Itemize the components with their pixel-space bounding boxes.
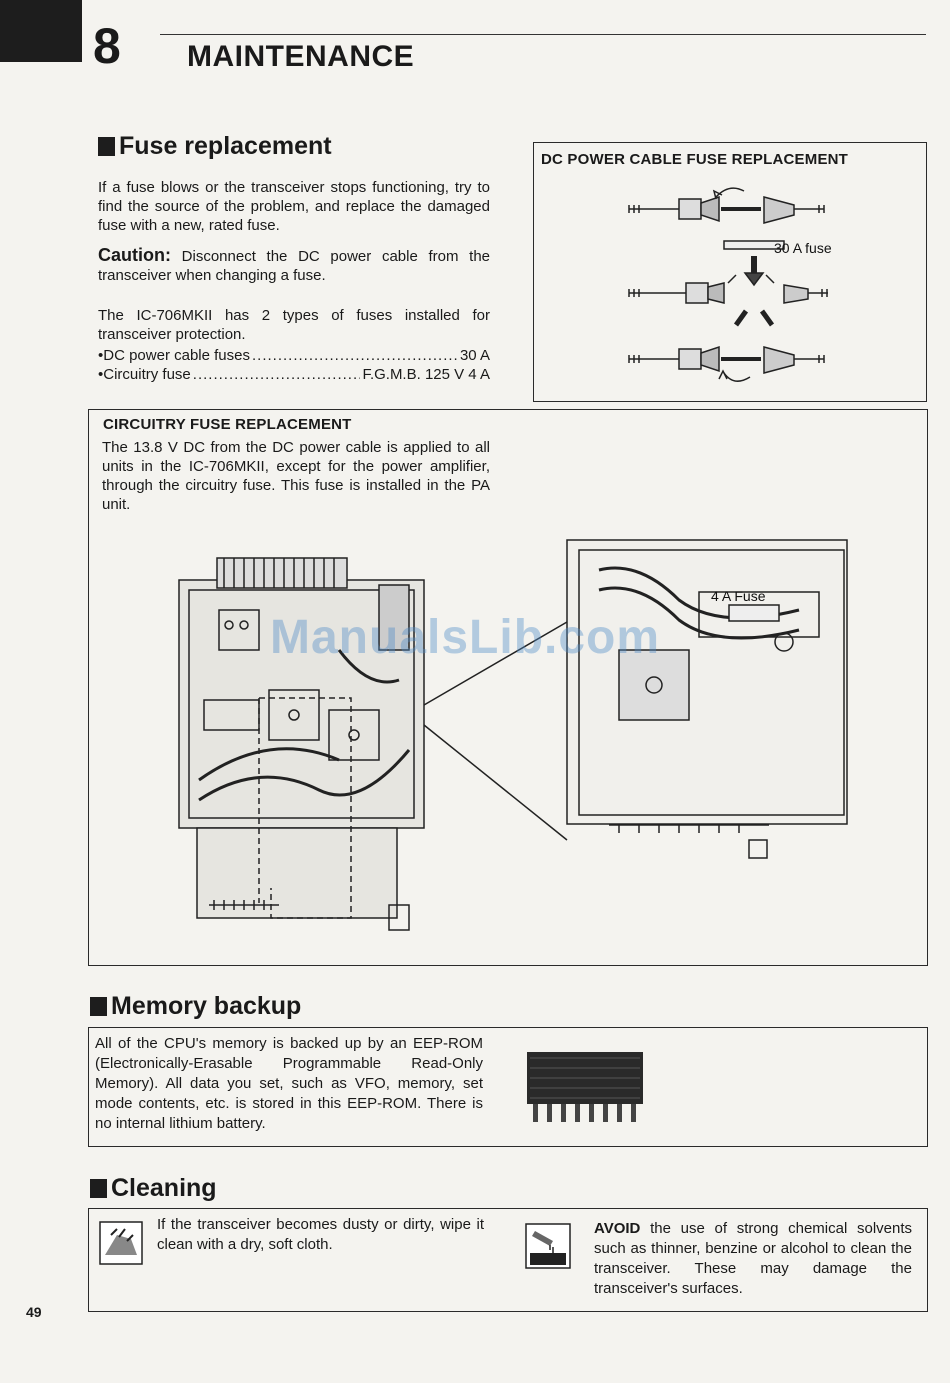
chapter-number: 8 xyxy=(93,18,121,74)
heading-square-icon xyxy=(98,137,115,156)
fuse-types-text: The IC-706MKII has 2 types of fuses inst… xyxy=(98,307,490,343)
header-rule xyxy=(160,34,926,35)
avoid-label: AVOID xyxy=(594,1220,641,1237)
dc-cable-box-title: DC POWER CABLE FUSE REPLACEMENT xyxy=(541,151,849,168)
cleaning-heading: Cleaning xyxy=(90,1174,217,1203)
caution-label: Caution: xyxy=(98,245,171,265)
chapter-title: MAINTENANCE xyxy=(187,40,415,73)
cleaning-text: If the transceiver becomes dusty or dirt… xyxy=(157,1216,484,1253)
transceiver-internal-diagram: 4 A Fuse xyxy=(178,539,848,931)
caution-text: Disconnect the DC power cable from the t… xyxy=(98,248,491,284)
eeprom-chip-icon xyxy=(527,1052,643,1122)
circuitry-fuse-box: CIRCUITRY FUSE REPLACEMENT The 13.8 V DC… xyxy=(88,409,928,966)
memory-backup-heading: Memory backup xyxy=(90,992,301,1021)
watermark: ManualsLib.com xyxy=(270,611,661,664)
heading-square-icon xyxy=(90,997,107,1016)
cleaning-box: If the transceiver becomes dusty or dirt… xyxy=(88,1208,928,1312)
fuse-list: •DC power cable fuses 30 A •Circuitry fu… xyxy=(98,346,490,384)
memory-backup-box: All of the CPU's memory is backed up by … xyxy=(88,1027,928,1147)
chapter-block xyxy=(0,0,82,62)
circuitry-box-text: The 13.8 V DC from the DC power cable is… xyxy=(102,439,490,513)
caution-paragraph: Caution: Disconnect the DC power cable f… xyxy=(98,246,490,285)
dc-cable-fuse-box: DC POWER CABLE FUSE REPLACEMENT xyxy=(533,142,927,402)
circuitry-box-title: CIRCUITRY FUSE REPLACEMENT xyxy=(103,416,352,433)
dc-cable-fuse-label: 30 A fuse xyxy=(774,240,832,256)
circuitry-fuse-label: 4 A Fuse xyxy=(711,588,766,604)
wipe-cloth-icon xyxy=(99,1221,143,1265)
memory-backup-text: All of the CPU's memory is backed up by … xyxy=(95,1035,483,1132)
heading-square-icon xyxy=(90,1179,107,1198)
dc-cable-fuse-diagram: 30 A fuse xyxy=(628,187,832,382)
fuse-replacement-heading: Fuse replacement xyxy=(98,132,332,161)
chemical-solvent-icon xyxy=(525,1223,571,1269)
fuse-list-item: •Circuitry fuse F.G.M.B. 125 V 4 A xyxy=(98,365,490,384)
fuse-list-item: •DC power cable fuses 30 A xyxy=(98,346,490,365)
fuse-intro-text: If a fuse blows or the transceiver stops… xyxy=(98,179,490,234)
page-number: 49 xyxy=(26,1304,42,1320)
avoid-text: the use of strong chemical solvents such… xyxy=(594,1220,913,1297)
avoid-paragraph: AVOID the use of strong chemical solvent… xyxy=(594,1219,912,1299)
